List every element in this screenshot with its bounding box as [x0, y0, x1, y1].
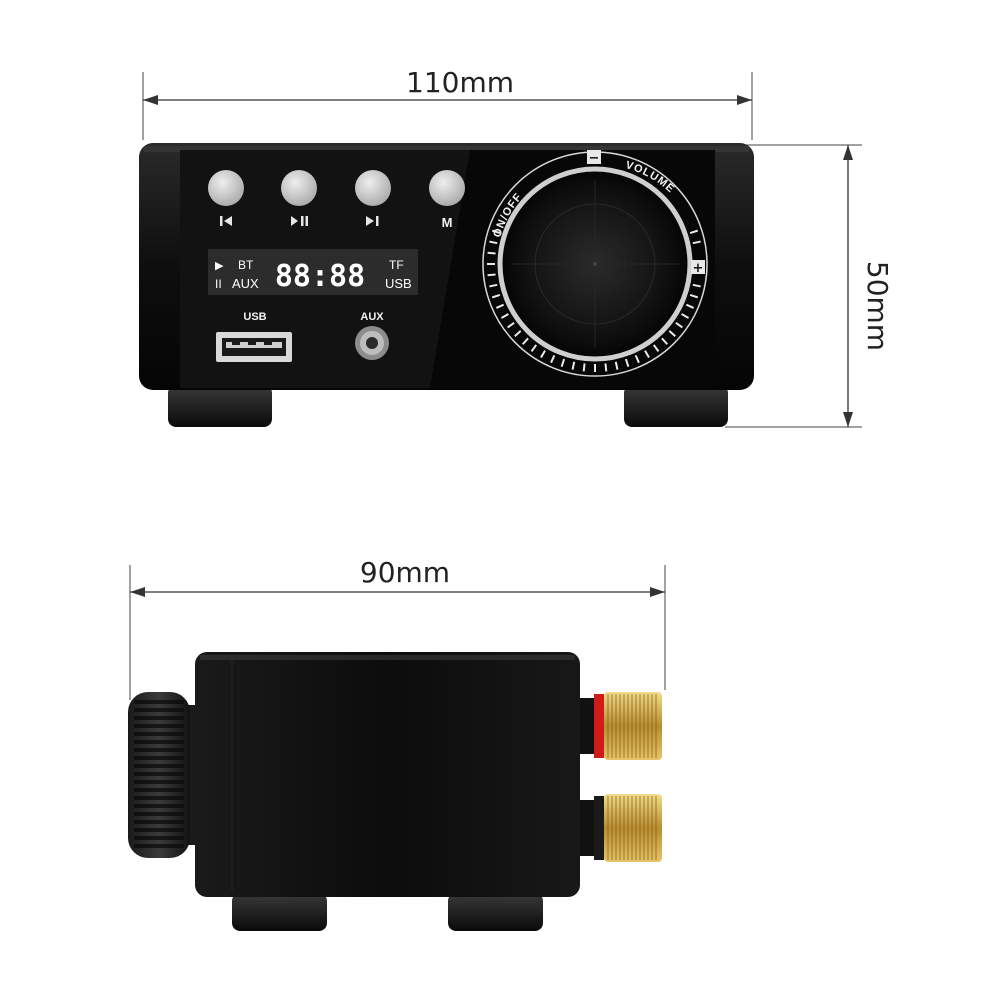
knob-grip-ridge — [134, 836, 184, 840]
knob-grip-ridge — [134, 740, 184, 744]
knob-grip-ridge — [134, 708, 184, 712]
knob-grip-ridge — [134, 716, 184, 720]
volume-tick — [644, 350, 650, 359]
display-pause-symbol: II — [215, 277, 222, 291]
play-pause-icon — [291, 216, 308, 226]
volume-tick — [692, 240, 701, 245]
volume-tick — [614, 361, 619, 370]
knob-grip-ridge — [134, 820, 184, 824]
mode-button[interactable] — [429, 170, 465, 206]
knob-grip-ridge — [134, 844, 184, 848]
height-dimension: 50mm — [725, 144, 894, 428]
side-body — [195, 652, 580, 897]
knob-grip-ridge — [134, 732, 184, 736]
side-depth-label: 90mm — [360, 556, 450, 589]
volume-tick — [560, 358, 566, 368]
display-usb-label: USB — [385, 276, 412, 291]
knob-grip-ridge — [134, 772, 184, 776]
knob-grip-ridge — [134, 828, 184, 832]
display-bt-label: BT — [238, 258, 254, 272]
front-left-foot — [168, 385, 272, 427]
knob-grip-ridge — [134, 780, 184, 784]
volume-minus-label: − — [589, 151, 600, 166]
volume-tick — [489, 240, 498, 245]
volume-tick — [514, 330, 522, 338]
front-width-dimension: 110mm — [142, 66, 753, 140]
side-left-foot — [232, 893, 327, 931]
knob-grip-ridge — [134, 724, 184, 728]
volume-tick — [500, 313, 509, 319]
volume-tick — [582, 363, 586, 372]
side-volume-knob — [128, 692, 198, 858]
volume-tick — [487, 251, 496, 255]
volume-tick — [689, 229, 699, 235]
volume-tick — [521, 337, 529, 345]
next-button[interactable] — [355, 170, 391, 206]
knob-grip-ridge — [134, 804, 184, 808]
knob-grip-ridge — [134, 748, 184, 752]
previous-track-icon — [220, 216, 232, 226]
display-digits: 88:88 — [275, 259, 365, 294]
previous-button[interactable] — [208, 170, 244, 206]
volume-tick — [652, 344, 660, 352]
play-pause-button[interactable] — [281, 170, 317, 206]
volume-plus-label: + — [693, 261, 704, 276]
volume-tick — [491, 293, 501, 299]
front-width-label: 110mm — [406, 66, 514, 99]
volume-tick — [530, 344, 538, 352]
lcd-display — [208, 249, 418, 295]
volume-tick — [550, 354, 556, 364]
display-play-symbol: ▶ — [215, 260, 224, 272]
speaker-terminal-red — [580, 692, 662, 760]
knob-grip-ridge — [134, 756, 184, 760]
aux-port-label: AUX — [360, 311, 384, 323]
side-right-foot — [448, 893, 543, 931]
volume-tick — [634, 354, 640, 364]
knob-grip-ridge — [134, 788, 184, 792]
volume-tick — [689, 293, 699, 299]
volume-tick — [685, 303, 695, 309]
speaker-terminal-black — [580, 794, 662, 862]
volume-scale-ticks — [487, 156, 701, 372]
next-track-icon — [366, 216, 379, 226]
volume-tick — [624, 358, 630, 368]
side-depth-dimension: 90mm — [129, 556, 666, 700]
volume-tick — [661, 337, 669, 345]
volume-tick — [681, 313, 690, 319]
side-view — [128, 652, 662, 931]
display-aux-label: AUX — [232, 276, 259, 291]
display-tf-label: TF — [389, 258, 404, 272]
volume-tick — [571, 361, 576, 370]
front-right-foot — [624, 385, 728, 427]
knob-grip-ridge — [134, 812, 184, 816]
usb-port-label: USB — [243, 311, 266, 323]
volume-tick — [692, 283, 701, 288]
volume-tick — [507, 321, 515, 329]
knob-grip-ridge — [134, 796, 184, 800]
height-label: 50mm — [861, 261, 894, 351]
knob-grip-ridge — [134, 764, 184, 768]
volume-tick — [668, 330, 676, 338]
volume-tick — [487, 273, 496, 277]
volume-tick — [540, 350, 546, 359]
volume-tick — [489, 283, 498, 288]
mode-button-label: M — [442, 215, 453, 230]
volume-tick — [491, 229, 501, 235]
volume-tick — [675, 321, 683, 329]
knob-grip-ridge — [134, 700, 184, 704]
volume-tick — [495, 303, 505, 309]
volume-tick — [604, 363, 608, 372]
front-view: M ▶ II BT AUX 88:88 TF USB USB AUX — [139, 143, 754, 427]
